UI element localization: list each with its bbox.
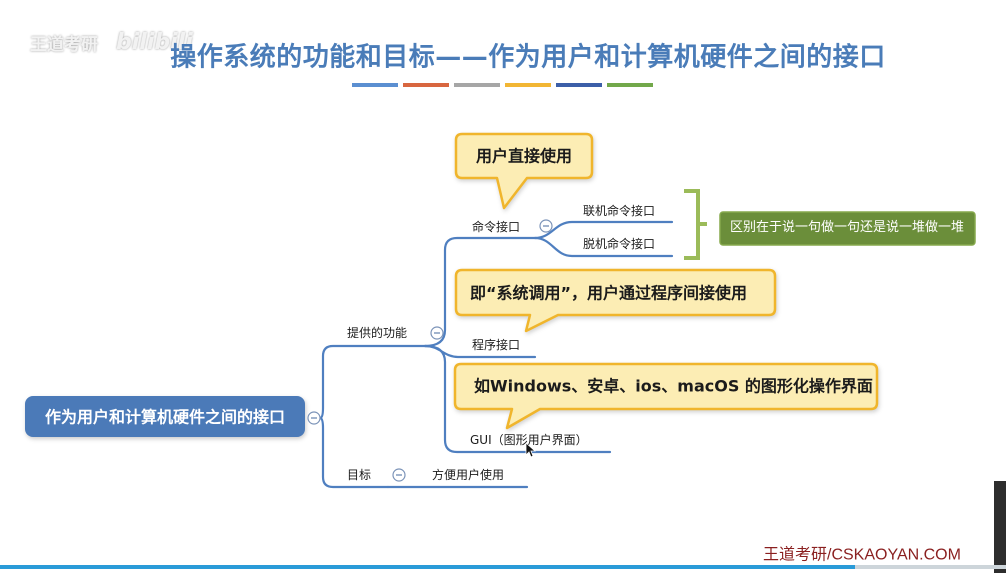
node-command-interface: 命令接口	[472, 219, 521, 234]
root-node-box	[25, 396, 305, 437]
video-progress-fill	[0, 565, 856, 569]
callout-bubble-gui	[453, 362, 879, 430]
callout-bubble-program	[454, 268, 777, 333]
watermark-text: 王道考研	[30, 34, 98, 55]
command-note-text: 区别在于说一句做一句还是说一堆做一堆	[729, 220, 965, 236]
callout-program-text: 即“系统调用”，用户通过程序间接使用	[470, 283, 748, 303]
node-online-command: 联机命令接口	[583, 203, 656, 218]
collapse-icon	[430, 326, 444, 340]
connector-command-to-online	[533, 220, 674, 240]
accent-bar-3	[454, 83, 500, 87]
collapse-icon	[307, 411, 321, 425]
node-program-interface: 程序接口	[472, 337, 521, 352]
node-functions: 提供的功能	[347, 325, 408, 340]
accent-bar-2	[403, 83, 449, 87]
connectors	[318, 220, 674, 489]
slide-title: 操作系统的功能和目标——作为用户和计算机硬件之间的接口	[170, 42, 886, 73]
bilibili-logo: bilibili	[116, 29, 193, 55]
title-accent-bars	[352, 83, 653, 87]
accent-bar-4	[505, 83, 551, 87]
node-goal: 目标	[347, 467, 372, 482]
collapse-icon	[539, 219, 553, 233]
command-note-box	[719, 211, 976, 246]
callout-gui-text: 如Windows、安卓、ios、macOS 的图形化操作界面	[474, 376, 873, 396]
accent-bar-1	[352, 83, 398, 87]
node-offline-command: 脱机命令接口	[583, 236, 656, 251]
node-gui: GUI（图形用户界面）	[470, 432, 588, 447]
player-side-panel	[994, 481, 1006, 573]
connector-command-to-offline	[533, 236, 674, 258]
callout-bubble-command	[454, 132, 594, 210]
collapse-icon	[392, 468, 406, 482]
command-bracket	[684, 189, 707, 260]
accent-bar-6	[607, 83, 653, 87]
connector-root-to-functions	[318, 344, 427, 420]
connector-functions-to-gui	[423, 344, 612, 454]
connector-root-to-goal	[318, 416, 390, 489]
callout-command-text: 用户直接使用	[475, 146, 573, 166]
mouse-cursor-icon	[525, 442, 537, 458]
node-convenience: 方便用户使用	[432, 467, 505, 482]
video-progress-bar[interactable]	[0, 565, 1006, 569]
accent-bar-5	[556, 83, 602, 87]
connector-functions-to-command	[423, 236, 537, 348]
root-node-label: 作为用户和计算机硬件之间的接口	[44, 407, 286, 427]
footer-brand: 王道考研/CSKAOYAN.COM	[763, 546, 961, 564]
